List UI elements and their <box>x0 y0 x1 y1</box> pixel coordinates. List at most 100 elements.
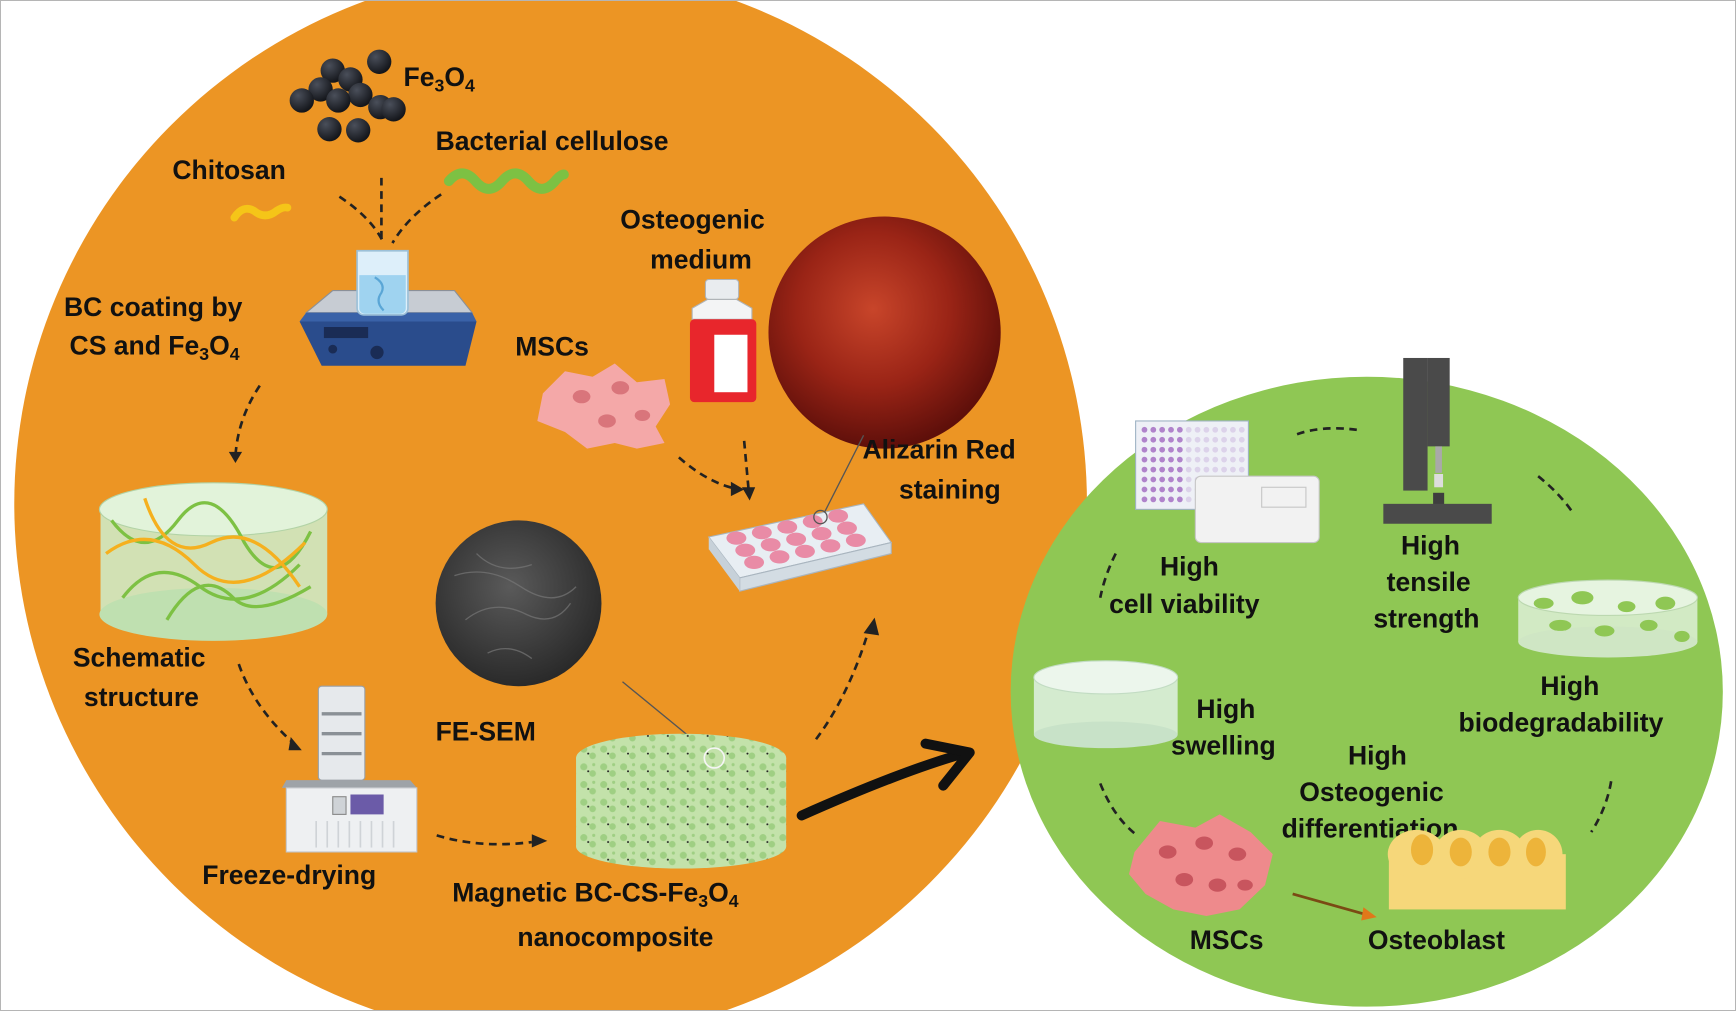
biodegradability-label-line1: High <box>1540 671 1599 701</box>
plate-well <box>1230 446 1236 453</box>
product-label-line2: nanocomposite <box>517 922 713 952</box>
swelling-label-line2: swelling <box>1171 731 1276 761</box>
schematic-structure-icon <box>98 482 328 641</box>
arrow-mscs-to-plate <box>678 456 735 490</box>
plate-well <box>1168 446 1174 453</box>
plate-well <box>1212 436 1219 443</box>
fe3o4-label: Fe3O4 <box>404 62 475 96</box>
plate-well <box>1221 436 1227 443</box>
chitosan-strand-icon <box>230 203 292 222</box>
plate-well <box>1238 456 1245 463</box>
fe-sem-image[interactable] <box>435 520 602 687</box>
plate-well <box>1194 456 1201 463</box>
bacterial-cellulose-label: Bacterial cellulose <box>436 126 669 156</box>
plate-well <box>1194 436 1201 443</box>
osteoblasts-icon <box>1387 829 1566 910</box>
plate-well <box>1150 486 1157 493</box>
bc-coating-label-line1: BC coating by <box>64 292 243 322</box>
tensile-label-line3: strength <box>1373 604 1479 634</box>
plate-well <box>1141 486 1148 493</box>
alizarin-label-line1: Alizarin Red <box>862 435 1015 465</box>
plate-well <box>1185 426 1192 433</box>
plate-well <box>1238 426 1245 433</box>
big-arrow-to-properties <box>796 738 975 821</box>
cell-viability-label-line1: High <box>1160 552 1219 582</box>
plate-well <box>1221 426 1227 433</box>
plate-well <box>1238 436 1245 443</box>
plate-well <box>1150 466 1157 473</box>
tensile-label-line2: tensile <box>1387 567 1471 597</box>
swollen-hydrogel-icon <box>1033 660 1179 749</box>
plate-well <box>1185 436 1192 443</box>
magnetic-scaffold-icon <box>576 733 787 869</box>
plate-well <box>1230 466 1236 473</box>
biodegradability-label-line2: biodegradability <box>1459 708 1664 738</box>
osteogenic-medium-label-line2: medium <box>650 244 752 274</box>
sem-texture <box>454 553 577 660</box>
plate-reader-icon <box>1135 420 1320 544</box>
osteogenic-diff-label-line2: Osteogenic <box>1299 777 1443 807</box>
plate-well <box>1159 446 1166 453</box>
plate-well <box>1159 456 1166 463</box>
fe-sem-label: FE-SEM <box>436 716 536 746</box>
plate-well <box>1185 456 1192 463</box>
bc-coating-label-line2: CS and Fe3O4 <box>70 331 240 365</box>
osteogenic-diff-label-line1: High <box>1348 741 1407 771</box>
plate-well <box>1203 436 1210 443</box>
plate-well <box>1159 426 1166 433</box>
arrow-structure-to-freeze <box>237 663 295 745</box>
plate-well <box>1141 426 1148 433</box>
plate-well <box>1141 476 1148 483</box>
freeze-drying-label: Freeze-drying <box>202 860 376 890</box>
plate-well <box>1150 446 1157 453</box>
plate-well <box>1168 496 1174 503</box>
plate-well <box>1141 436 1148 443</box>
plate-well <box>1185 496 1192 503</box>
alizarin-red-image[interactable] <box>768 216 1001 449</box>
plate-well <box>1176 436 1183 443</box>
plate-well <box>1176 446 1183 453</box>
plate-well <box>1159 486 1166 493</box>
plate-well <box>1159 436 1166 443</box>
plate-well <box>1238 466 1245 473</box>
plate-well <box>1185 466 1192 473</box>
mixing-arrows <box>338 177 442 244</box>
plate-well <box>1203 456 1210 463</box>
plate-well <box>1141 466 1148 473</box>
well-plate-icon[interactable] <box>707 503 893 592</box>
product-label-line1: Magnetic BC-CS-Fe3O4 <box>452 878 739 912</box>
mscs-cells-icon <box>537 363 671 449</box>
schematic-label-line2: structure <box>84 682 199 712</box>
degraded-scaffold-icon <box>1517 579 1698 658</box>
plate-well <box>1141 446 1148 453</box>
plate-well <box>1168 486 1174 493</box>
plate-well <box>1221 446 1227 453</box>
plate-well <box>1176 496 1183 503</box>
plate-well <box>1168 466 1174 473</box>
arrow-medium-to-plate <box>742 440 750 490</box>
bacterial-cellulose-strand-icon <box>443 168 569 194</box>
mscs-cluster-icon <box>1128 814 1273 917</box>
plate-well <box>1150 456 1157 463</box>
plate-well <box>1150 476 1157 483</box>
plate-well <box>1194 446 1201 453</box>
plate-well <box>1176 456 1183 463</box>
plate-well <box>1185 486 1192 493</box>
tensile-label-line1: High <box>1401 531 1460 561</box>
chitosan-label: Chitosan <box>172 155 285 185</box>
osteoblast-label: Osteoblast <box>1368 925 1505 955</box>
plate-well <box>1150 426 1157 433</box>
swelling-label-line1: High <box>1196 694 1255 724</box>
plate-well <box>1230 436 1236 443</box>
fe3o4-nanoparticles-icon <box>289 49 406 143</box>
plate-well <box>1185 446 1192 453</box>
osteogenic-medium-label-line1: Osteogenic <box>620 205 764 235</box>
plate-well <box>1159 466 1166 473</box>
arrow-product-to-culture <box>814 628 871 741</box>
mscs-label-synthesis: MSCs <box>515 332 589 362</box>
plate-well <box>1194 426 1201 433</box>
plate-well <box>1159 496 1166 503</box>
plate-well <box>1203 446 1210 453</box>
